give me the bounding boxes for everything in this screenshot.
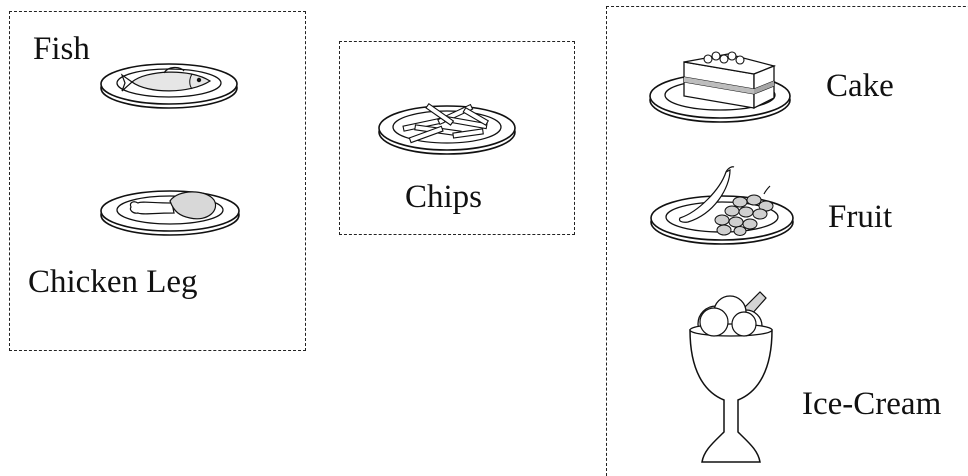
label-chips: Chips	[405, 181, 482, 214]
cake-plate-icon	[646, 44, 794, 126]
label-chicken-leg: Chicken Leg	[28, 266, 198, 299]
chicken-leg-plate-icon	[98, 182, 242, 238]
label-ice-cream: Ice-Cream	[802, 388, 941, 421]
label-fish: Fish	[33, 33, 90, 66]
fruit-plate-icon	[648, 164, 798, 248]
fish-plate-icon	[98, 58, 240, 110]
label-fruit: Fruit	[828, 201, 892, 234]
label-cake: Cake	[826, 70, 894, 103]
chips-plate-icon	[375, 98, 519, 160]
ice-cream-icon	[684, 286, 780, 466]
